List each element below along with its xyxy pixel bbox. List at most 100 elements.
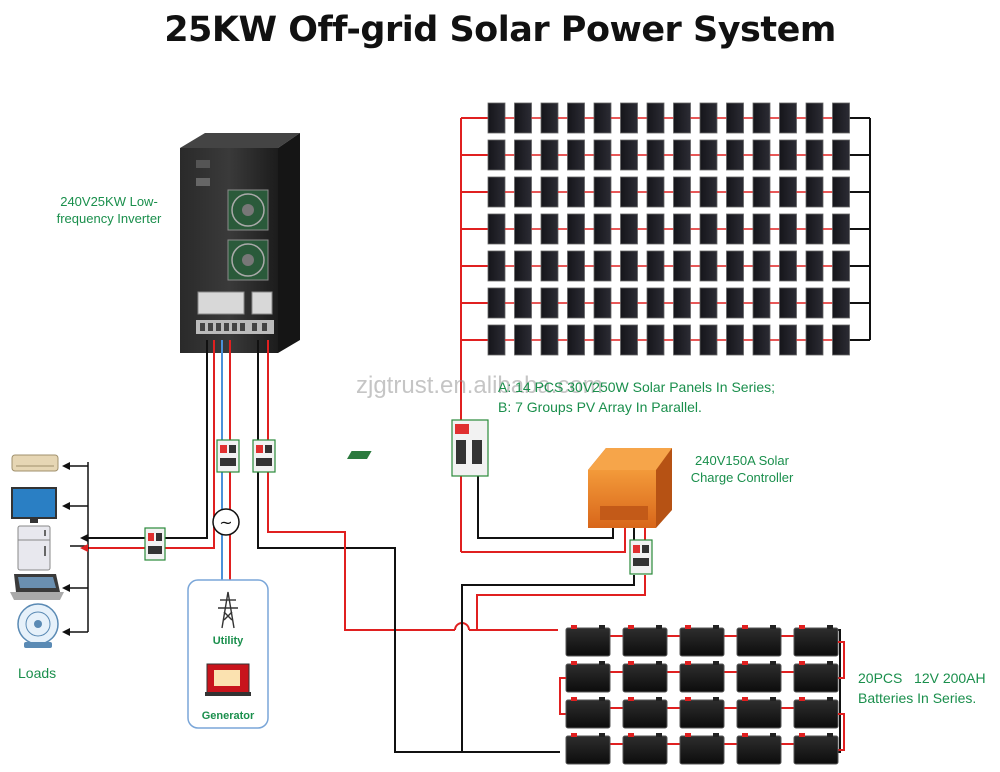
breaker-pv-icon (451, 419, 489, 477)
solar-panel (487, 139, 506, 171)
load-red-line (88, 340, 215, 549)
battery (622, 735, 668, 765)
solar-panel (567, 176, 585, 208)
solar-panel (620, 324, 638, 356)
solar-panel (567, 324, 585, 356)
solar-panel (540, 324, 559, 356)
solar-panel (646, 139, 665, 171)
solar-panel (567, 213, 585, 245)
solar-panel (514, 287, 532, 319)
solar-panel (752, 102, 771, 134)
inverter-fan-icon (227, 189, 269, 231)
load-black-line (88, 340, 208, 539)
solar-array (461, 102, 870, 356)
air-conditioner-icon (11, 454, 59, 472)
battery (736, 699, 782, 729)
solar-panel (699, 250, 718, 282)
laptop-icon (10, 574, 64, 600)
solar-panel (620, 250, 638, 282)
panel-note-a: A: 14 PCS 30V250W Solar Panels In Series… (498, 379, 776, 395)
solar-panel (779, 324, 797, 356)
battery (679, 663, 725, 693)
panel-note-b: B: 7 Groups PV Array In Parallel. (498, 399, 702, 415)
solar-panel (752, 250, 771, 282)
solar-panel (593, 213, 612, 245)
battery (622, 663, 668, 693)
solar-panel (487, 176, 506, 208)
breaker-utility-icon (216, 439, 240, 473)
solar-panel (832, 139, 850, 171)
controller-label: 240V150A Solar Charge Controller (690, 453, 794, 485)
solar-panel (779, 250, 797, 282)
solar-panel (567, 139, 585, 171)
solar-panel (593, 324, 612, 356)
source-box (187, 579, 269, 729)
solar-panel (487, 213, 506, 245)
solar-panel (646, 324, 665, 356)
solar-panel (699, 324, 718, 356)
battery (565, 735, 611, 765)
solar-panel (487, 102, 506, 134)
inverter-fan-icon (227, 239, 269, 281)
charge-controller (346, 448, 672, 528)
battery (793, 699, 839, 729)
solar-panel (487, 324, 506, 356)
solar-panel (540, 213, 559, 245)
breaker-controller-icon (629, 539, 653, 575)
solar-panel (752, 213, 771, 245)
pv-red-line (461, 528, 626, 553)
solar-panel (779, 213, 797, 245)
breaker-battery-icon (252, 439, 276, 473)
solar-panel (646, 102, 665, 134)
solar-panel (726, 324, 744, 356)
generator-label: Generator (201, 710, 255, 722)
solar-panel (514, 139, 532, 171)
battery (736, 735, 782, 765)
solar-panel (805, 102, 824, 134)
solar-panel (540, 139, 559, 171)
solar-panel (540, 287, 559, 319)
battery (622, 627, 668, 657)
inverter-label: 240V25KW Low-frequency Inverter (56, 194, 162, 226)
solar-panel (699, 287, 718, 319)
solar-panel (567, 287, 585, 319)
solar-panel (752, 139, 771, 171)
solar-panel (832, 324, 850, 356)
solar-panel (673, 324, 691, 356)
battery-label-2: Batteries In Series. (858, 690, 977, 706)
solar-panel (620, 176, 638, 208)
battery (565, 627, 611, 657)
ctrl-battery-black (461, 575, 635, 752)
solar-panel (593, 250, 612, 282)
fan-icon (17, 603, 59, 648)
solar-panel (726, 250, 744, 282)
solar-panel (726, 102, 744, 134)
battery-bank (559, 625, 845, 765)
solar-panel (673, 287, 691, 319)
solar-panel (832, 102, 850, 134)
watermark: zjgtrust.en.alibaba.com (356, 372, 603, 399)
solar-panel (673, 250, 691, 282)
solar-panel (646, 213, 665, 245)
battery (793, 663, 839, 693)
solar-panel (832, 213, 850, 245)
solar-panel (620, 213, 638, 245)
solar-panel (514, 102, 532, 134)
solar-panel (699, 139, 718, 171)
solar-panel (567, 250, 585, 282)
generator-icon (205, 663, 251, 696)
ac-source-symbol: ~ (212, 508, 240, 536)
solar-panel (646, 287, 665, 319)
solar-panel (752, 287, 771, 319)
negative-bus (394, 600, 560, 753)
solar-panel (805, 324, 824, 356)
battery-label-1: 20PCS 12V 200AH (858, 670, 986, 686)
solar-panel (699, 213, 718, 245)
solar-panel (620, 102, 638, 134)
solar-panel (779, 287, 797, 319)
breaker-load-icon (144, 527, 166, 561)
solar-panel (779, 176, 797, 208)
inverter (180, 133, 300, 353)
battery (793, 735, 839, 765)
